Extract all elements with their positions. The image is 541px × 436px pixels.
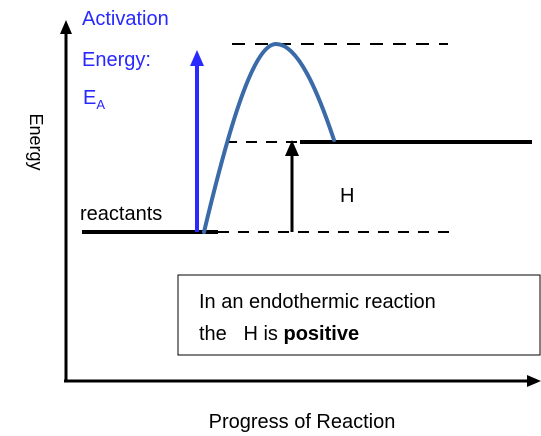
reactants-label: reactants bbox=[80, 203, 162, 225]
note-line1: In an endothermic reaction bbox=[199, 291, 436, 313]
activation-energy-arrowhead bbox=[190, 50, 204, 66]
activation-energy-subscript: A bbox=[96, 97, 105, 112]
x-axis-label: Progress of Reaction bbox=[209, 411, 396, 433]
x-axis-arrowhead bbox=[527, 375, 541, 387]
note-line2-bold: positive bbox=[283, 323, 359, 345]
activation-energy-symbol: EA bbox=[83, 87, 105, 112]
activation-energy-line2: Energy: bbox=[82, 49, 151, 71]
note-box bbox=[177, 274, 541, 356]
y-axis-arrowhead bbox=[60, 20, 72, 34]
enthalpy-label: H bbox=[340, 185, 354, 207]
activation-energy-line1: Activation bbox=[82, 8, 169, 30]
enthalpy-arrowhead bbox=[285, 140, 299, 156]
activation-energy-e: E bbox=[83, 87, 96, 109]
y-axis-label: Energy bbox=[26, 113, 46, 170]
note-line2-prefix: the H is bbox=[199, 323, 283, 345]
note-line2: the H is positive bbox=[199, 323, 359, 345]
reaction-curve bbox=[202, 41, 336, 234]
